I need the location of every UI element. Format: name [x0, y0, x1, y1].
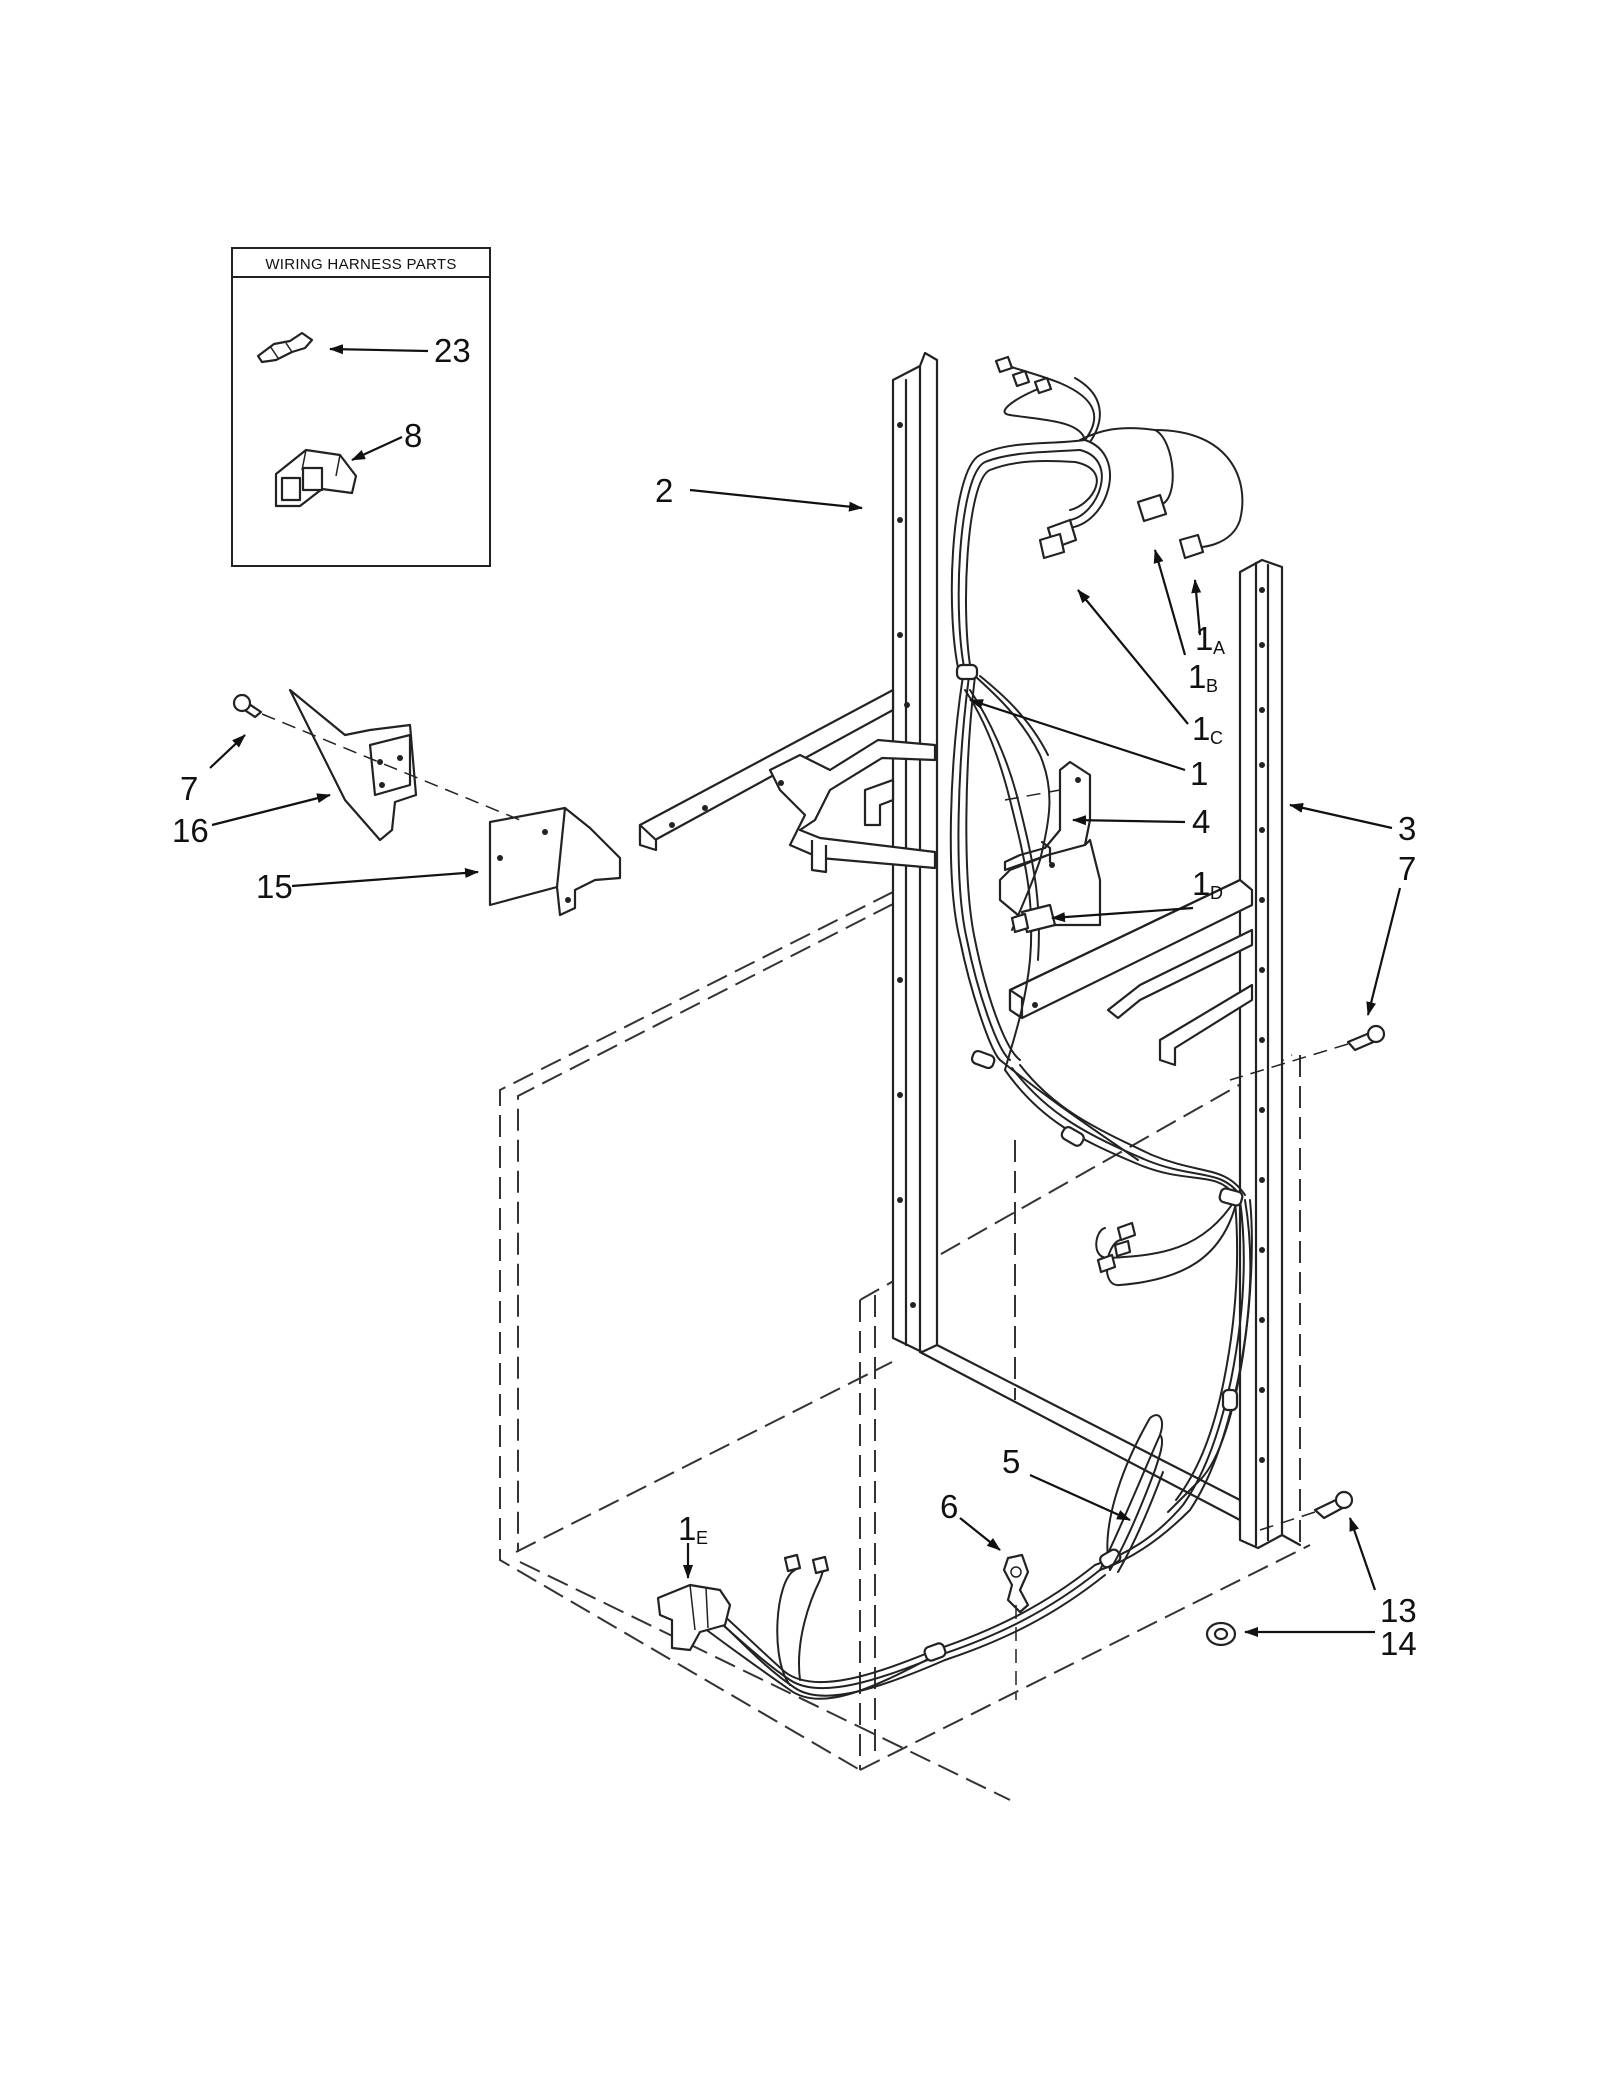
connector-1a	[1178, 533, 1205, 560]
connector-1c	[1038, 518, 1078, 560]
wiring-harness-main	[699, 364, 1253, 1700]
connector-1e	[656, 1583, 732, 1652]
callout-2: 2	[655, 472, 673, 509]
mounting-plate-4	[998, 760, 1102, 927]
callout-3: 3	[1398, 810, 1416, 847]
callout-1e-sub: E	[696, 1528, 708, 1548]
bracket-15	[488, 806, 622, 917]
grommet-14	[1205, 1621, 1237, 1647]
screw-7-right	[1346, 1024, 1386, 1052]
terminal-part-23	[256, 331, 314, 364]
callout-1d: 1	[1192, 865, 1210, 902]
connector-part-8	[274, 448, 358, 508]
callout-1d-sub: D	[1210, 883, 1223, 903]
callout-7-right: 7	[1398, 850, 1416, 887]
connector-1d	[1010, 903, 1057, 934]
connectors-top-small	[994, 355, 1053, 395]
callout-23: 23	[434, 332, 471, 369]
connector-1b	[1136, 493, 1168, 523]
left-mounting-strap	[768, 702, 937, 874]
right-vertical-channel-3	[1238, 558, 1284, 1550]
callout-4: 4	[1192, 803, 1210, 840]
callout-14: 14	[1380, 1625, 1417, 1662]
wiring-harness-parts-inset: WIRING HARNESS PARTS 23 8	[231, 247, 491, 567]
callout-1c: 1	[1192, 710, 1210, 747]
hose-5	[1109, 1434, 1164, 1573]
callout-1b: 1	[1188, 658, 1206, 695]
inset-title: WIRING HARNESS PARTS	[265, 256, 456, 273]
callout-6: 6	[940, 1488, 958, 1525]
callout-1a: 1	[1195, 620, 1213, 657]
clamp-6	[1002, 1553, 1030, 1614]
callout-1e: 1	[678, 1510, 696, 1547]
screw-13	[1313, 1490, 1354, 1520]
callout-1c-sub: C	[1210, 728, 1223, 748]
screw-7-left	[232, 693, 263, 719]
floor-terminals	[783, 1553, 830, 1575]
callout-7-left: 7	[180, 770, 198, 807]
callout-13: 13	[1380, 1592, 1417, 1629]
callout-5: 5	[1002, 1443, 1020, 1480]
callout-1: 1	[1190, 755, 1208, 792]
callout-arrows	[209, 488, 1402, 1637]
bracket-16	[288, 688, 418, 842]
callout-1a-sub: A	[1213, 638, 1225, 658]
callout-15: 15	[256, 868, 293, 905]
callout-8: 8	[404, 417, 422, 454]
callout-16: 16	[172, 812, 209, 849]
right-crossbar	[1008, 878, 1254, 1067]
middle-terminals	[1096, 1221, 1137, 1274]
callout-1b-sub: B	[1206, 676, 1218, 696]
